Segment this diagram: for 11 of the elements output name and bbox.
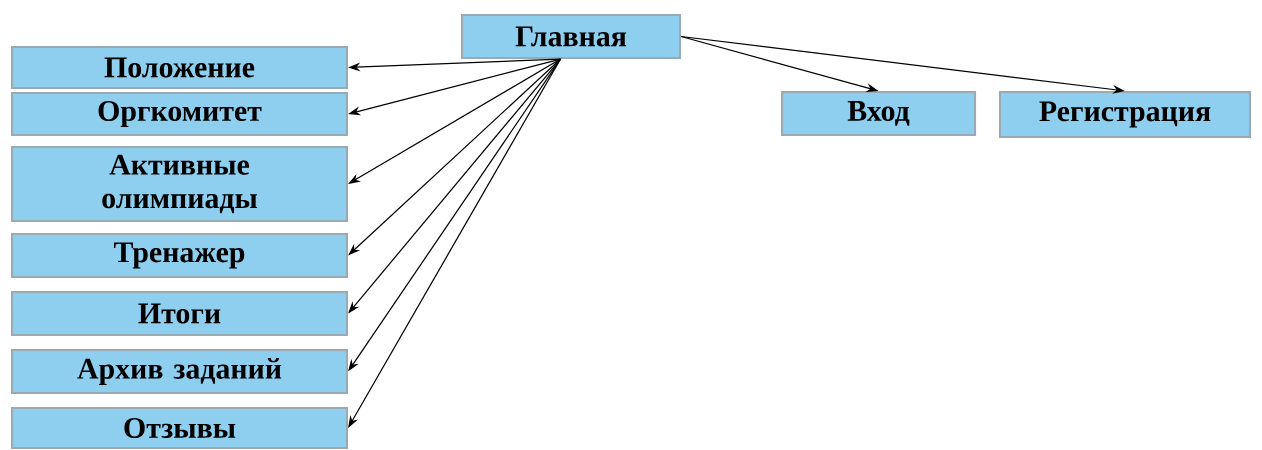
page-box: Архив заданий <box>10 348 349 395</box>
page-box: Оргкомитет <box>10 91 349 137</box>
page-box: Главная <box>460 13 682 60</box>
arrow <box>348 58 562 428</box>
page-box: Регистрация <box>998 90 1252 139</box>
page-box: Итоги <box>10 290 349 337</box>
page-box: Активные олимпиады <box>10 145 349 223</box>
page-box: Тренажер <box>10 232 349 279</box>
page-box: Вход <box>780 90 977 137</box>
page-box: Отзывы <box>10 406 349 450</box>
page-box: Положение <box>10 45 349 90</box>
